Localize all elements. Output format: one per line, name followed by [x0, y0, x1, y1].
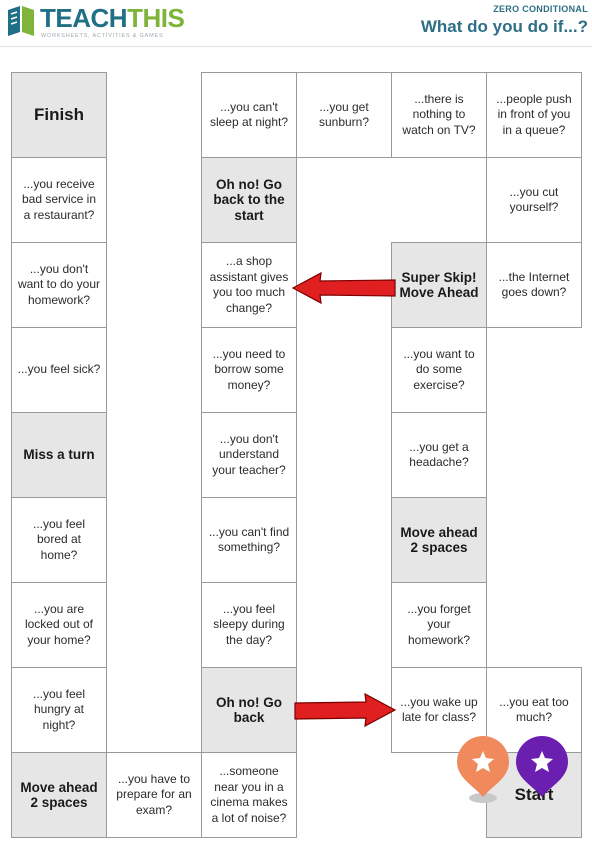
square-bad-service: ...you receive bad service in a restaura…	[11, 157, 107, 243]
square-cinema-noise: ...someone near you in a cinema makes a …	[201, 752, 297, 838]
square-miss-turn: Miss a turn	[11, 412, 107, 498]
page-header: ZERO CONDITIONAL What do you do if...?	[421, 4, 588, 37]
super-skip-arrow	[291, 271, 396, 305]
square-wake-up-late: ...you wake up late for class?	[391, 667, 487, 753]
square-bored: ...you feel bored at home?	[11, 497, 107, 583]
teach-this-logo: TEACHTHIS WORKSHEETS, ACTIVITIES & GAMES	[6, 2, 206, 42]
square-go-back: Oh no! Go back	[201, 667, 297, 753]
square-move-ahead-2: Move ahead 2 spaces	[11, 752, 107, 838]
book-logo-icon	[8, 6, 34, 36]
square-finish: Finish	[11, 72, 107, 158]
square-locked-out: ...you are locked out of your home?	[11, 582, 107, 668]
square-eat-too-much: ...you eat too much?	[486, 667, 582, 753]
square-cut-yourself: ...you cut yourself?	[486, 157, 582, 243]
page-title: What do you do if...?	[420, 17, 588, 36]
square-hungry: ...you feel hungry at night?	[11, 667, 107, 753]
square-forget-homework: ...you forget your homework?	[391, 582, 487, 668]
square-move-ahead-2-b: Move ahead 2 spaces	[391, 497, 487, 583]
square-dont-understand: ...you don't understand your teacher?	[201, 412, 297, 498]
header-divider	[0, 46, 592, 47]
square-nothing-on-tv: ...there is nothing to watch on TV?	[391, 72, 487, 158]
square-internet-down: ...the Internet goes down?	[486, 242, 582, 328]
square-sunburn: ...you get sunburn?	[296, 72, 392, 158]
brand-tagline: WORKSHEETS, ACTIVITIES & GAMES	[41, 33, 164, 39]
square-super-skip: Super Skip! Move Ahead	[391, 242, 487, 328]
square-exam: ...you have to prepare for an exam?	[106, 752, 202, 838]
square-cant-find: ...you can't find something?	[201, 497, 297, 583]
square-start: Start	[486, 752, 582, 838]
square-borrow-money: ...you need to borrow some money?	[201, 327, 297, 413]
square-back-to-start: Oh no! Go back to the start	[201, 157, 297, 243]
square-homework: ...you don't want to do your homework?	[11, 242, 107, 328]
square-too-much-change: ...a shop assistant gives you too much c…	[201, 242, 297, 328]
go-back-arrow	[294, 692, 397, 728]
page-subtitle: ZERO CONDITIONAL	[493, 4, 588, 14]
square-cant-sleep: ...you can't sleep at night?	[201, 72, 297, 158]
square-headache: ...you get a headache?	[391, 412, 487, 498]
brand-name: TEACHTHIS	[40, 3, 185, 33]
square-queue: ...people push in front of you in a queu…	[486, 72, 582, 158]
square-sleepy: ...you feel sleepy during the day?	[201, 582, 297, 668]
square-exercise: ...you want to do some exercise?	[391, 327, 487, 413]
square-sick: ...you feel sick?	[11, 327, 107, 413]
